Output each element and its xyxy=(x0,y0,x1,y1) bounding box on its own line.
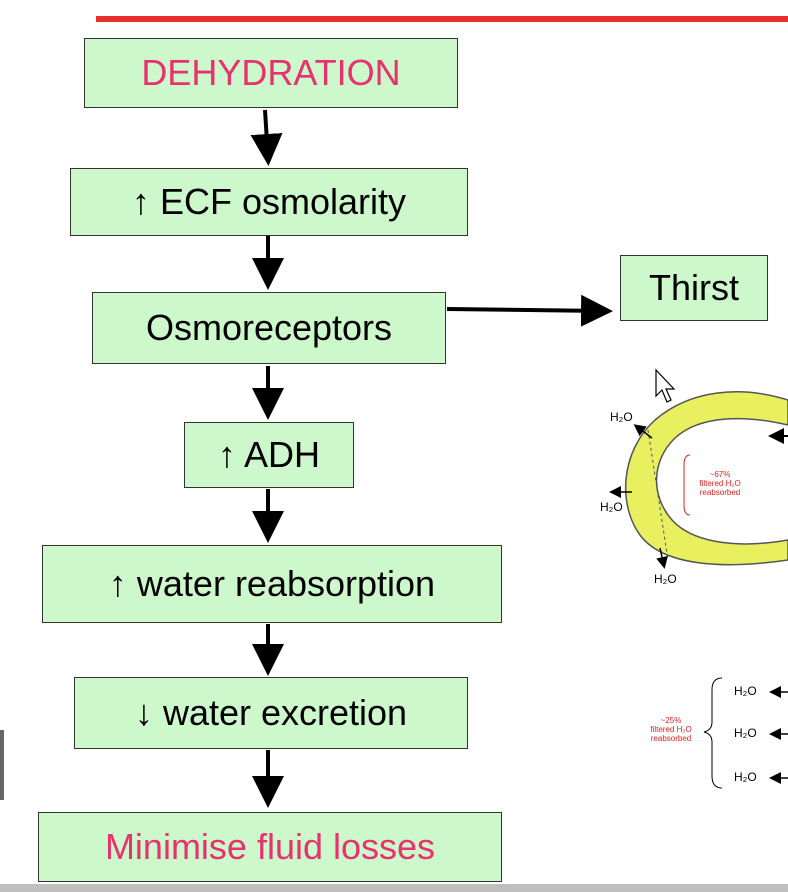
box-dehydration: DEHYDRATION xyxy=(84,38,458,108)
h2o-label-left: H₂O xyxy=(600,500,623,514)
arrow-dehydration-ecf xyxy=(250,109,283,166)
box-minimise-fluid-losses: Minimise fluid losses xyxy=(38,812,502,882)
h2o-label-top: H₂O xyxy=(610,410,633,424)
h2o-label-bottom: H₂O xyxy=(654,572,677,586)
h2o-arrow-top xyxy=(633,424,653,439)
h2o-arrow-bottom xyxy=(656,547,668,569)
box-ecf-osmolarity: ↑ ECF osmolarity xyxy=(70,168,468,236)
tubule-dashed-divider xyxy=(647,429,669,561)
box-adh: ↑ ADH xyxy=(184,422,354,488)
pct-brace xyxy=(683,454,691,516)
arrow-osmoreceptors-thirst xyxy=(446,294,613,327)
pct-reabsorbed-label: ~67% filtered H₂O reabsorbed xyxy=(699,470,741,497)
loop-h2o-3: H₂O xyxy=(734,770,757,784)
loop-brace xyxy=(703,677,723,789)
box-osmoreceptors: Osmoreceptors xyxy=(92,292,446,364)
loop-h2o-2: H₂O xyxy=(734,726,757,740)
title-underline xyxy=(96,16,788,22)
bottom-bar xyxy=(0,884,788,892)
box-thirst: Thirst xyxy=(620,255,768,321)
box-water-reabsorption: ↑ water reabsorption xyxy=(42,545,502,623)
loop-h2o-1: H₂O xyxy=(734,684,757,698)
loop-reabsorbed-label: ~25% filtered H₂O reabsorbed xyxy=(650,716,692,743)
box-water-excretion: ↓ water excretion xyxy=(74,677,468,749)
left-edge-mark xyxy=(0,730,4,800)
mouse-cursor-icon xyxy=(655,368,676,403)
